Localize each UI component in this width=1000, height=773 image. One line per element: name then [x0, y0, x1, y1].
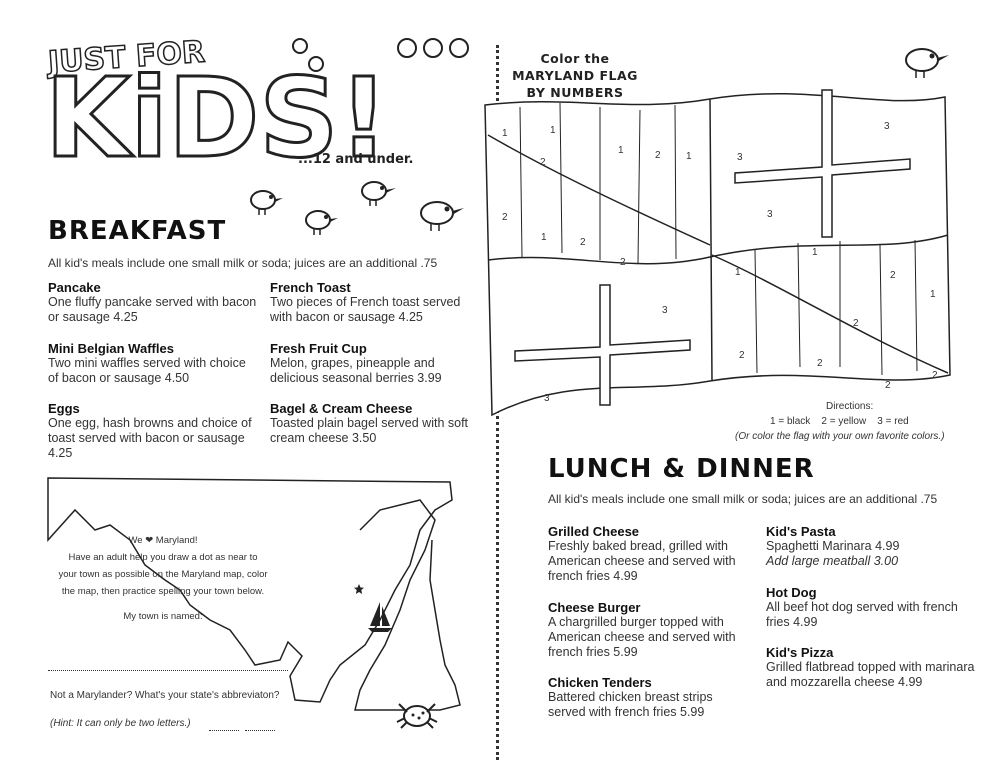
map-instructions-block: We ❤ Maryland! Have an adult help you dr… [58, 532, 268, 625]
flag-number: 3 [767, 209, 773, 220]
breakfast-item-bagel: Bagel & Cream Cheese Toasted plain bagel… [270, 401, 470, 446]
state-hint: (Hint: It can only be two letters.) [50, 718, 191, 729]
flag-title-line2: MARYLAND FLAG [512, 68, 638, 83]
item-name: Grilled Cheese [548, 524, 640, 539]
flag-number: 1 [686, 151, 692, 162]
item-desc: All beef hot dog served with french frie… [766, 600, 958, 629]
crab-icon [396, 703, 438, 729]
flag-number: 2 [932, 370, 938, 381]
item-desc: One fluffy pancake served with bacon or … [48, 295, 257, 324]
flag-directions-alt: (Or color the flag with your own favorit… [735, 431, 945, 442]
flag-number: 2 [890, 270, 896, 281]
lunch-title: LUNCH & DINNER [548, 454, 815, 484]
flag-number: 2 [853, 318, 859, 329]
lunch-item-kids-pasta: Kid's Pasta Spaghetti Marinara 4.99 Add … [766, 524, 976, 569]
item-name: Pancake [48, 280, 101, 295]
flag-number: 1 [541, 232, 547, 243]
item-desc: Two mini waffles served with choice of b… [48, 356, 246, 385]
flag-number: 3 [884, 121, 890, 132]
item-desc: Grilled flatbread topped with marinara a… [766, 660, 975, 689]
flag-number: 2 [620, 257, 626, 268]
item-desc: Battered chicken breast strips served wi… [548, 690, 713, 719]
lunch-item-kids-pizza: Kid's Pizza Grilled flatbread topped wit… [766, 645, 976, 690]
star-icon [354, 584, 364, 594]
flag-number: 2 [885, 380, 891, 391]
state-question: Not a Marylander? What's your state's ab… [50, 690, 280, 701]
decorative-circles [397, 38, 469, 58]
flag-number: 1 [930, 289, 936, 300]
item-desc: Two pieces of French toast served with b… [270, 295, 461, 324]
flag-directions-key: 1 = black 2 = yellow 3 = red [770, 416, 909, 427]
breakfast-item-eggs: Eggs One egg, hash browns and choice of … [48, 401, 253, 461]
flag-number: 2 [655, 150, 661, 161]
flag-number: 3 [737, 152, 743, 163]
breakfast-item-pancake: Pancake One fluffy pancake served with b… [48, 280, 258, 325]
item-desc: A chargrilled burger topped with America… [548, 615, 736, 659]
item-name: Kid's Pasta [766, 524, 836, 539]
bird-icon [305, 210, 338, 235]
item-desc: Toasted plain bagel served with soft cre… [270, 416, 469, 445]
lunch-note: All kid's meals include one small milk o… [548, 492, 938, 506]
bird-icon [250, 190, 283, 215]
lunch-item-hot-dog: Hot Dog All beef hot dog served with fre… [766, 585, 976, 630]
flag-number: 2 [580, 237, 586, 248]
flag-activity-title: Color the MARYLAND FLAG BY NUMBERS [510, 50, 640, 101]
flag-number: 2 [540, 157, 546, 168]
breakfast-item-waffles: Mini Belgian Waffles Two mini waffles se… [48, 341, 258, 386]
decorative-circles-small [292, 38, 324, 72]
item-name: Chicken Tenders [548, 675, 652, 690]
map-instructions: Have an adult help you draw a dot as nea… [58, 552, 268, 597]
item-desc: Spaghetti Marinara 4.99 [766, 539, 900, 553]
flag-number: 1 [812, 247, 818, 258]
flag-number: 3 [662, 305, 668, 316]
age-note: ...12 and under. [298, 152, 414, 167]
flag-number: 1 [502, 128, 508, 139]
flag-number: 3 [544, 393, 550, 404]
sailboat-icon [368, 602, 392, 632]
bird-icon [905, 48, 949, 78]
town-name-line[interactable] [48, 670, 288, 671]
item-desc: Freshly baked bread, grilled with Americ… [548, 539, 736, 583]
item-desc: Melon, grapes, pineapple and delicious s… [270, 356, 442, 385]
flag-number: 2 [739, 350, 745, 361]
maryland-map [47, 477, 461, 711]
flag-number: 2 [502, 212, 508, 223]
item-name: Bagel & Cream Cheese [270, 401, 413, 416]
flag-directions-label: Directions: [826, 401, 874, 412]
item-name: Cheese Burger [548, 600, 641, 615]
we-love-maryland: We ❤ Maryland! [128, 535, 198, 546]
pasta-addon: Add large meatball 3.00 [766, 554, 899, 568]
lunch-item-cheese-burger: Cheese Burger A chargrilled burger toppe… [548, 600, 748, 660]
flag-number: 2 [817, 358, 823, 369]
bird-icon [420, 201, 464, 231]
flag-number: 1 [550, 125, 556, 136]
item-name: Hot Dog [766, 585, 817, 600]
lunch-item-chicken-tenders: Chicken Tenders Battered chicken breast … [548, 675, 748, 720]
breakfast-item-french-toast: French Toast Two pieces of French toast … [270, 280, 475, 325]
state-letter-2[interactable] [245, 730, 275, 731]
breakfast-note: All kid's meals include one small milk o… [48, 256, 438, 270]
lunch-item-grilled-cheese: Grilled Cheese Freshly baked bread, gril… [548, 524, 748, 584]
bird-icon [361, 181, 396, 206]
item-name: Eggs [48, 401, 80, 416]
item-desc: One egg, hash browns and choice of toast… [48, 416, 252, 460]
maryland-flag-coloring [484, 89, 951, 417]
breakfast-title: BREAKFAST [48, 216, 227, 246]
kids-heading: KiDS! [44, 54, 391, 182]
item-name: French Toast [270, 280, 351, 295]
town-label: My town is named: [123, 611, 203, 622]
flag-title-line3: BY NUMBERS [526, 85, 624, 100]
breakfast-item-fruit-cup: Fresh Fruit Cup Melon, grapes, pineapple… [270, 341, 470, 386]
item-name: Mini Belgian Waffles [48, 341, 174, 356]
flag-title-line1: Color the [540, 51, 610, 66]
state-letter-1[interactable] [209, 730, 239, 731]
flag-number: 1 [618, 145, 624, 156]
item-name: Kid's Pizza [766, 645, 834, 660]
item-name: Fresh Fruit Cup [270, 341, 367, 356]
flag-number: 1 [735, 267, 741, 278]
